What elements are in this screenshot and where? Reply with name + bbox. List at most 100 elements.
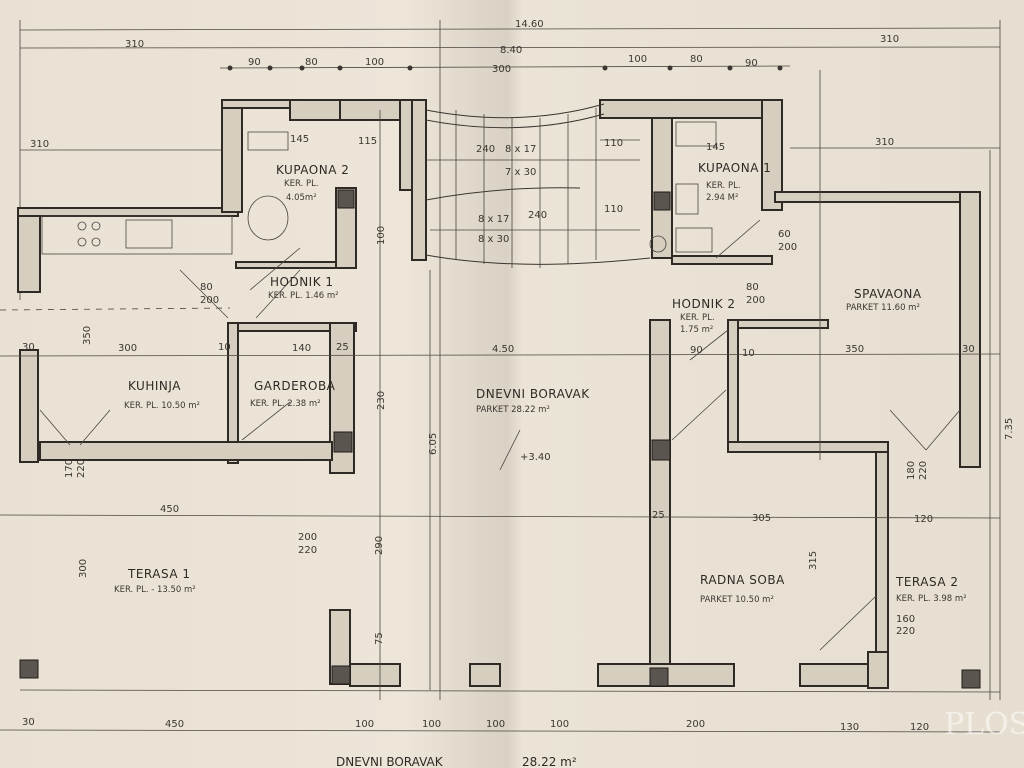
door1b: 200 [200,295,219,306]
door7: 170 [64,459,75,478]
room-radna-name: RADNA SOBA [700,573,785,587]
dim-115: 115 [358,136,377,147]
dim-bottom-4: 100 [486,719,505,730]
dim-bottom-1: 450 [165,719,184,730]
dim-735: 7.35 [1004,418,1015,440]
dim-right: 310 [880,34,899,45]
room-kuhinja-name: KUHINJA [128,379,181,393]
door2: 60 [778,229,791,240]
room-garderoba-name: GARDEROBA [254,379,336,393]
dim-240b: 240 [528,210,547,221]
dim-bottom-2: 100 [355,719,374,730]
stair-upper2: 7 x 30 [505,167,536,178]
dim-bottom-3: 100 [422,719,441,730]
door3b: 200 [746,295,765,306]
top-dimension-lines [19,20,1001,700]
room-dnevni-sub: PARKET 28.22 m² [476,405,550,415]
dim-450b: 450 [160,504,179,515]
room-spavaona-name: SPAVAONA [854,287,922,301]
dim-230: 230 [376,391,387,410]
dim-300v: 300 [78,559,89,578]
room-garderoba-sub: KER. PL. 2.38 m² [250,399,321,409]
staircase [425,103,651,268]
dim-350v: 350 [82,326,93,345]
dim-bottom-0: 30 [22,717,35,728]
dim-605: 6.05 [428,433,439,455]
stair-upper: 8 x 17 [505,144,536,155]
dim-top-4: 100 [628,54,647,65]
dim-450: 4.50 [492,344,514,355]
caption-room: DNEVNI BORAVAK [336,755,444,768]
dim-10: 10 [218,342,231,353]
dim-240a: 240 [476,144,495,155]
dim-30b: 30 [962,344,975,355]
dim-315: 315 [808,551,819,570]
room-dnevni-name: DNEVNI BORAVAK [476,387,590,401]
door3: 80 [746,282,759,293]
dim-bottom-8: 120 [910,722,929,733]
dimension-labels: 14.60 8.40 310 310 90 80 100 300 100 80 … [22,19,1015,645]
dim-bottom-7: 130 [840,722,859,733]
dim-top-6: 90 [745,58,758,69]
room-radna-sub: PARKET 10.50 m² [700,595,774,605]
door5: 160 [896,614,915,625]
room-spavaona-sub: PARKET 11.60 m² [846,303,920,313]
dim-145a: 145 [290,134,309,145]
watermark: PLOS [944,707,1024,742]
room-terasa1-name: TERASA 1 [127,567,190,581]
dim-total: 14.60 [515,19,544,30]
dim-140: 140 [292,343,311,354]
dim-bottom-5: 100 [550,719,569,730]
door4: 200 [298,532,317,543]
room-kupaona1-sub: KER. PL. [706,181,741,191]
level-mark: +3.40 [520,452,551,463]
door8b: 220 [918,461,929,480]
dim-top-3: 300 [492,64,511,75]
dim-30a: 30 [22,342,35,353]
door2b: 200 [778,242,797,253]
door7b: 220 [76,459,87,478]
dim-110b: 110 [604,204,623,215]
room-kupaona2-sub: KER. PL. [284,179,319,189]
room-kupaona2-area: 4.05m² [286,193,317,203]
room-kupaona1-area: 2.94 M² [706,193,738,203]
dim-25a: 25 [336,342,349,353]
dim-top-1: 80 [305,57,318,68]
dim-110a: 110 [604,138,623,149]
dim-350: 350 [845,344,864,355]
door8: 180 [906,461,917,480]
room-labels: KUPAONA 2 KER. PL. 4.05m² KUPAONA 1 KER.… [114,161,967,605]
room-kupaona2-name: KUPAONA 2 [276,163,349,177]
dim-left: 310 [125,39,144,50]
dim-25b: 25 [652,510,665,521]
dim-top-0: 90 [248,57,261,68]
room-terasa2-name: TERASA 2 [895,575,958,589]
room-terasa2-sub: KER. PL. 3.98 m² [896,594,967,604]
dim-75: 75 [374,632,385,645]
dim-top-2: 100 [365,57,384,68]
dim-10b: 10 [742,348,755,359]
dim-305: 305 [752,513,771,524]
dim-310r: 310 [875,137,894,148]
dim-top-5: 80 [690,54,703,65]
dim-100v: 100 [376,226,387,245]
door5b: 220 [896,626,915,637]
stair-lower2: 8 x 30 [478,234,509,245]
bottom-dimension-labels: 30 450 100 100 100 100 200 130 120 DNEVN… [22,717,929,768]
room-hodnik2-name: HODNIK 2 [672,297,736,311]
dim-310l: 310 [30,139,49,150]
stair-lower: 8 x 17 [478,214,509,225]
room-kuhinja-sub: KER. PL. 10.50 m² [124,401,200,411]
dim-inner: 8.40 [500,45,522,56]
room-hodnik2-sub: KER. PL. [680,313,715,323]
dim-120: 120 [914,514,933,525]
dim-290: 290 [374,536,385,555]
room-kupaona1-name: KUPAONA 1 [698,161,771,175]
dim-bottom-6: 200 [686,719,705,730]
dim-90: 90 [690,345,703,356]
room-hodnik1-sub: KER. PL. 1.46 m² [268,291,339,301]
columns [19,189,981,689]
door1: 80 [200,282,213,293]
